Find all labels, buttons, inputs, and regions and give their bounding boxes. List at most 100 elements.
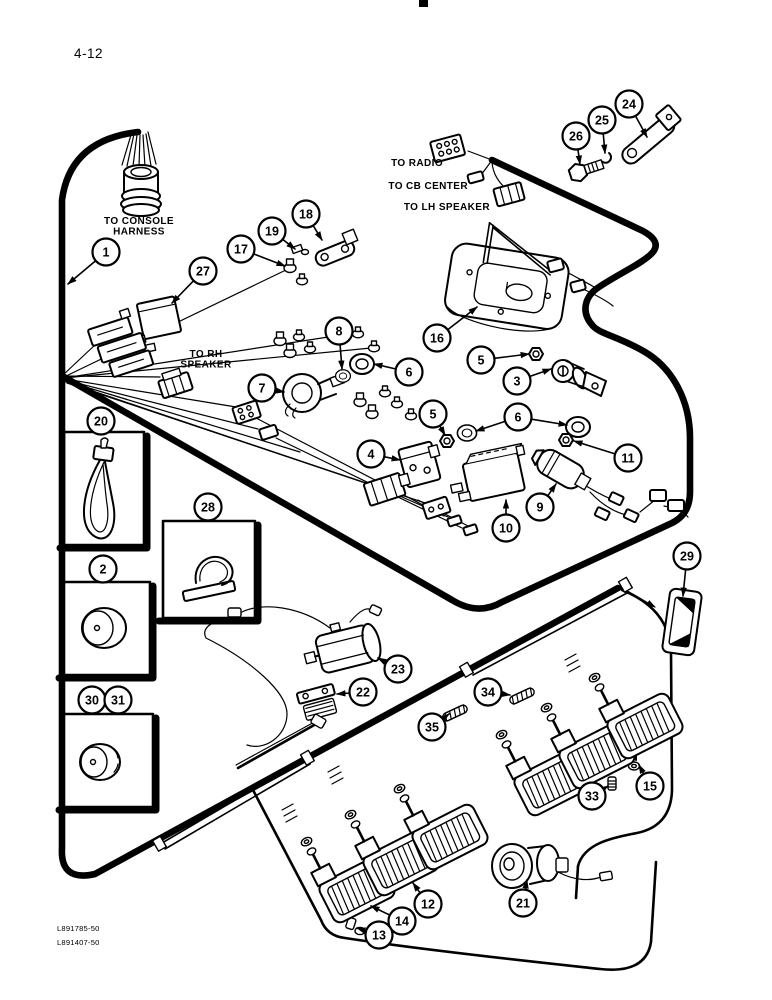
callout-25: 25 <box>587 105 617 154</box>
bracket-18 <box>314 228 359 267</box>
bulb <box>351 326 365 339</box>
callout-arrow <box>336 690 350 697</box>
circuit-breaker <box>397 440 442 489</box>
callout-10: 10 <box>491 499 521 543</box>
connector-4pin <box>231 399 262 425</box>
callout-circle <box>188 256 218 286</box>
bulb <box>367 340 381 353</box>
callout-33: 33 <box>577 781 609 811</box>
callout-circle <box>503 402 533 432</box>
callout-number: 16 <box>430 332 444 346</box>
figure-code-1: L891785-50 <box>57 924 100 933</box>
callout-number: 20 <box>94 415 108 429</box>
callout-19: 19 <box>257 216 296 250</box>
callout-number: 11 <box>621 452 634 466</box>
callout-circle <box>561 121 591 151</box>
connector-2pin <box>421 495 452 520</box>
callout-number: 4 <box>368 448 375 462</box>
tapered-cable <box>235 713 327 770</box>
flasher-unit <box>449 442 526 503</box>
callout-1: 1 <box>67 237 121 285</box>
harness-upper-loop <box>60 156 694 612</box>
ribbed-plug <box>79 743 121 781</box>
callout-26: 26 <box>561 121 591 165</box>
spring-34 <box>507 686 537 706</box>
callout-22: 22 <box>336 677 378 707</box>
nut-11 <box>558 433 574 447</box>
screw-33 <box>607 776 617 791</box>
callout-18: 18 <box>291 199 323 241</box>
callout-arrow <box>494 351 530 360</box>
label-to-cb-center: TO CB CENTER <box>388 181 468 192</box>
tray-connector-a <box>546 257 565 274</box>
callout-8: 8 <box>324 316 354 370</box>
callout-circle <box>387 906 417 936</box>
callout-circle <box>473 677 503 707</box>
callout-arrow <box>275 387 285 394</box>
callout-arrow <box>67 260 96 285</box>
callout-4: 4 <box>356 439 401 469</box>
callout-arrow <box>501 690 511 698</box>
callout-circle <box>491 513 521 543</box>
callout-arrow <box>573 440 615 455</box>
callout-7: 7 <box>247 373 285 403</box>
callout-16: 16 <box>422 306 478 353</box>
callout-number: 9 <box>537 501 544 515</box>
callout-circle <box>672 541 702 571</box>
callout-29: 29 <box>672 541 702 597</box>
callout-number: 6 <box>406 366 413 380</box>
callout-circle <box>418 399 448 429</box>
callout-number: 22 <box>356 686 370 700</box>
callout-arrow <box>312 225 323 241</box>
callout-2: 2 <box>88 554 118 584</box>
tray-connector-b <box>569 278 587 294</box>
callout-arrow <box>253 253 286 267</box>
callout-12: 12 <box>412 882 443 919</box>
callout-arrow <box>171 280 194 304</box>
console-connector <box>120 164 162 217</box>
callout-number: 13 <box>372 929 386 943</box>
callout-arrow <box>575 149 582 165</box>
callout-circle <box>417 712 447 742</box>
label-to-radio: TO RADIO <box>391 158 443 169</box>
connector-29 <box>661 587 703 657</box>
callout-number: 14 <box>395 915 409 929</box>
connector-1pin <box>258 423 279 441</box>
callout-circle <box>324 316 354 346</box>
callout-arrow <box>638 764 646 775</box>
callout-circle <box>226 234 256 264</box>
callout-number: 18 <box>299 208 313 222</box>
callout-number: 2 <box>100 563 107 577</box>
multi-connector-stack <box>87 307 154 378</box>
callout-21: 21 <box>508 879 538 918</box>
callout-circle <box>466 345 496 375</box>
callout-circle <box>587 105 617 135</box>
cropped-title-mark <box>419 0 428 7</box>
callout-arrow <box>412 882 421 894</box>
callout-number: 6 <box>515 411 522 425</box>
callout-14: 14 <box>370 905 417 936</box>
callout-circle <box>86 406 116 436</box>
callout-circle <box>91 237 121 267</box>
callout-number: 1 <box>103 246 110 260</box>
callout-circle <box>257 216 287 246</box>
page-number: 4-12 <box>74 46 103 61</box>
callout-arrow <box>377 657 387 665</box>
cb-center-terminal <box>466 170 485 185</box>
bulb <box>303 341 317 354</box>
callout-arrow <box>522 879 529 890</box>
rh-speaker-connector <box>157 367 194 399</box>
spade-terminal <box>446 514 463 528</box>
callout-number: 3 <box>514 375 521 389</box>
figure-code-2: L891407-50 <box>57 938 100 947</box>
callout-circle <box>613 443 643 473</box>
callout-circle <box>383 654 413 684</box>
callout-13: 13 <box>356 920 394 950</box>
blower-motor <box>303 622 382 674</box>
horn-motor <box>491 843 614 889</box>
callout-3: 3 <box>502 366 552 396</box>
callout-number: 26 <box>569 130 583 144</box>
